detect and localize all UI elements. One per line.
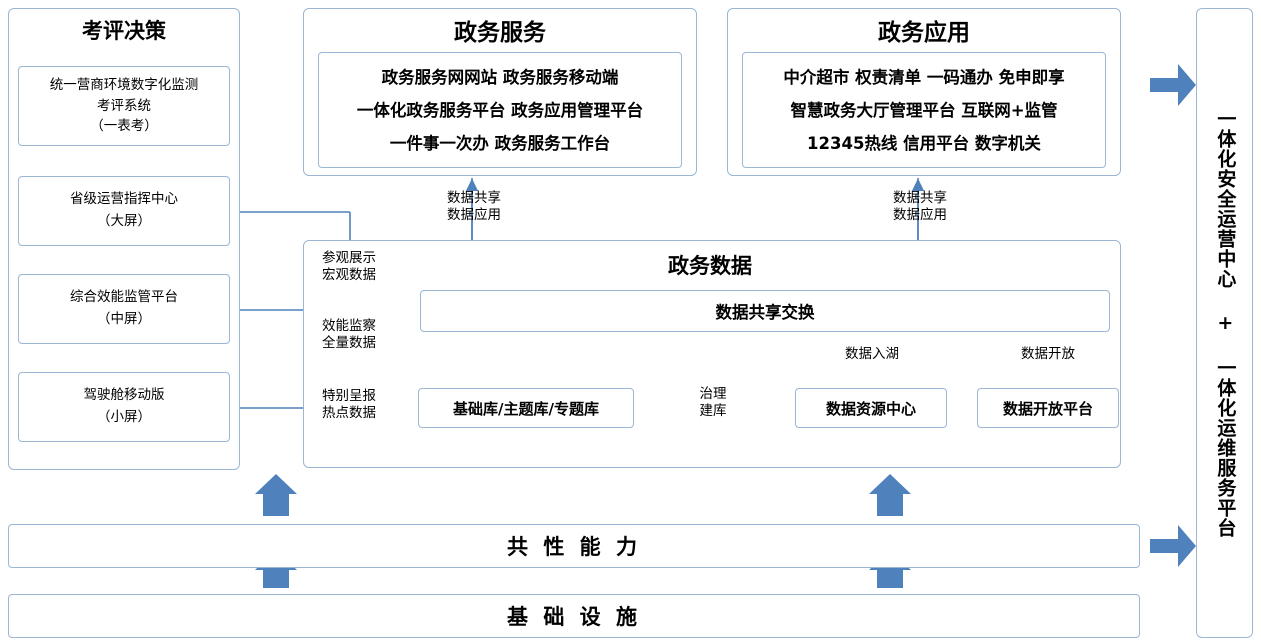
government-application-items[interactable]: 中介超市 权责清单 一码通办 免申即享 智慧政务大厅管理平台 互联网+监管 12… bbox=[742, 52, 1106, 168]
government-service-items-label: 政务服务网网站 政务服务移动端 一体化政务服务平台 政务应用管理平台 一件事一次… bbox=[356, 67, 644, 153]
unified-monitoring-system-card[interactable]: 统一营商环境数字化监测 考评系统 （一表考） bbox=[18, 66, 230, 146]
annotation-govern-build: 治理 建库 bbox=[699, 386, 727, 419]
common-capability-label: 共 性 能 力 bbox=[507, 535, 641, 559]
government-application-title: 政务应用 bbox=[878, 19, 970, 46]
data-sharing-exchange-card[interactable]: 数据共享交换 bbox=[420, 290, 1110, 332]
annotation-open-data: 数据开放 bbox=[1021, 346, 1075, 362]
cockpit-mobile-card[interactable]: 驾驶舱移动版 （小屏） bbox=[18, 372, 230, 442]
unified-monitoring-system-label: 统一营商环境数字化监测 考评系统 （一表考） bbox=[49, 76, 199, 135]
government-data-panel bbox=[303, 240, 1121, 468]
data-resource-center-label: 数据资源中心 bbox=[825, 399, 916, 418]
government-application-items-label: 中介超市 权责清单 一码通办 免申即享 智慧政务大厅管理平台 互联网+监管 12… bbox=[783, 67, 1065, 153]
infrastructure-label: 基 础 设 施 bbox=[507, 605, 641, 629]
provincial-command-center-label: 省级运营指挥中心 （大屏） bbox=[70, 191, 178, 229]
annotation-share-apply-right: 数据共享 数据应用 bbox=[893, 190, 947, 223]
cockpit-mobile-label: 驾驶舱移动版 （小屏） bbox=[83, 387, 165, 425]
annotation-visit-macro: 参观展示 宏观数据 bbox=[322, 250, 376, 283]
annotation-share-apply-left: 数据共享 数据应用 bbox=[447, 190, 501, 223]
infrastructure-bar[interactable]: 基 础 设 施 bbox=[8, 594, 1140, 638]
annotation-special-hot: 特别呈报 热点数据 bbox=[322, 388, 376, 421]
data-resource-center-card[interactable]: 数据资源中心 bbox=[795, 388, 947, 428]
efficiency-supervision-platform-label: 综合效能监管平台 （中屏） bbox=[70, 289, 178, 327]
government-data-title: 政务数据 bbox=[668, 253, 752, 278]
efficiency-supervision-platform-card[interactable]: 综合效能监管平台 （中屏） bbox=[18, 274, 230, 344]
provincial-command-center-card[interactable]: 省级运营指挥中心 （大屏） bbox=[18, 176, 230, 246]
data-sharing-exchange-label: 数据共享交换 bbox=[715, 303, 815, 322]
annotation-into-lake: 数据入湖 bbox=[845, 346, 899, 362]
security-operations-label: 一体化安全运营中心 + 一体化运维服务平台 bbox=[1214, 108, 1237, 538]
database-library-label: 基础库/主题库/专题库 bbox=[453, 399, 599, 418]
evaluation-decision-title: 考评决策 bbox=[82, 18, 166, 43]
annotation-efficiency-full: 效能监察 全量数据 bbox=[322, 318, 376, 351]
data-open-platform-card[interactable]: 数据开放平台 bbox=[977, 388, 1119, 428]
database-library-card[interactable]: 基础库/主题库/专题库 bbox=[418, 388, 634, 428]
common-capability-bar[interactable]: 共 性 能 力 bbox=[8, 524, 1140, 568]
government-service-title: 政务服务 bbox=[454, 19, 546, 46]
security-operations-panel bbox=[1196, 8, 1253, 638]
data-open-platform-label: 数据开放平台 bbox=[1002, 399, 1093, 418]
government-service-items[interactable]: 政务服务网网站 政务服务移动端 一体化政务服务平台 政务应用管理平台 一件事一次… bbox=[318, 52, 682, 168]
